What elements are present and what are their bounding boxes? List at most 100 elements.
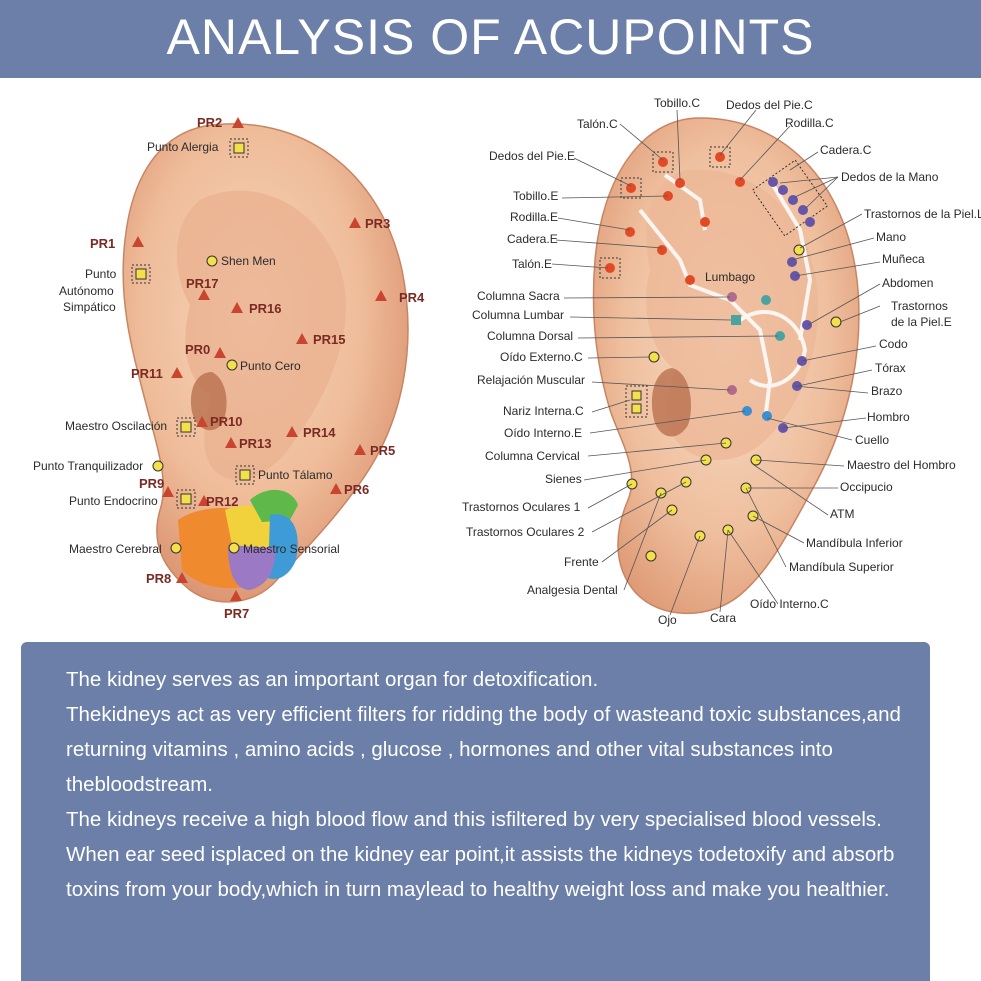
label-columna-lumbar: Columna Lumbar: [472, 308, 564, 322]
label-hombro: Hombro: [867, 410, 910, 424]
maestro-sensorial-point: [228, 542, 240, 554]
pr0-marker: [214, 347, 226, 358]
label-pr12: PR12: [206, 494, 239, 509]
label-columna-sacra: Columna Sacra: [477, 289, 560, 303]
label-punto-talamo: Punto Tálamo: [258, 468, 333, 482]
label-rodilla-c: Rodilla.C: [785, 116, 834, 130]
label-oido-interno-e: Oído Interno.E: [504, 426, 582, 440]
red-point-frames: [599, 146, 829, 279]
label-punto-autonomo-1: Punto: [85, 267, 117, 281]
label-atm: ATM: [830, 507, 854, 521]
pr17-marker: [198, 289, 210, 300]
label-punto-tranquilizador: Punto Tranquilizador: [33, 459, 143, 473]
right-ear-canal: [651, 368, 692, 437]
description-paragraph-3: The kidneys receive a high blood flow an…: [66, 808, 882, 831]
label-brazo: Brazo: [871, 384, 903, 398]
label-relajacion-muscular: Relajación Muscular: [477, 373, 585, 387]
left-lobe-brain: [178, 489, 298, 590]
pr2-marker: [232, 117, 244, 128]
pr6-marker: [330, 483, 342, 494]
square-points: [131, 138, 255, 509]
punto-cero-point: [226, 359, 238, 371]
label-mandibula-superior: Mandíbula Superior: [789, 560, 894, 574]
label-analgesia-dental: Analgesia Dental: [527, 583, 618, 597]
label-pr15: PR15: [313, 332, 346, 347]
label-pr16: PR16: [249, 301, 282, 316]
label-maestro-oscilacion: Maestro Oscilación: [65, 419, 167, 433]
label-punto-alergia: Punto Alergia: [147, 140, 219, 154]
label-pr4: PR4: [399, 290, 425, 305]
description-paragraph-2: Thekidneys act as very efficient filters…: [66, 703, 901, 796]
label-trastornos-piel-e-2: de la Piel.E: [891, 315, 952, 329]
label-trastornos-piel-l: Trastornos de la Piel.L: [864, 207, 981, 221]
label-abdomen: Abdomen: [882, 276, 933, 290]
label-shen-men: Shen Men: [221, 254, 276, 268]
label-columna-cervical: Columna Cervical: [485, 449, 580, 463]
label-punto-autonomo-2: Autónomo: [59, 284, 114, 298]
red-points: [605, 152, 745, 285]
pr1-marker: [132, 236, 144, 247]
label-occipucio: Occipucio: [840, 480, 893, 494]
pr12-marker: [198, 495, 210, 506]
label-pr3: PR3: [365, 216, 390, 231]
label-dedos-pie-c: Dedos del Pie.C: [726, 98, 813, 112]
label-maestro-hombro: Maestro del Hombro: [847, 458, 956, 472]
description-panel: [21, 642, 930, 981]
label-dedos-pie-e: Dedos del Pie.E: [489, 149, 575, 163]
label-frente: Frente: [564, 555, 599, 569]
label-cadera-c: Cadera.C: [820, 143, 872, 157]
label-oido-externo-c: Oído Externo.C: [500, 350, 583, 364]
pr13-marker: [225, 437, 237, 448]
pr9-marker: [162, 486, 174, 497]
label-pr6: PR6: [344, 482, 369, 497]
label-dedos-mano: Dedos de la Mano: [841, 170, 939, 184]
label-maestro-cerebral: Maestro Cerebral: [69, 542, 162, 556]
pr7-marker: [230, 590, 242, 601]
label-pr17: PR17: [186, 276, 219, 291]
pr5-marker: [354, 444, 366, 455]
label-cuello: Cuello: [855, 433, 889, 447]
label-pr8: PR8: [146, 571, 171, 586]
label-lumbago: Lumbago: [705, 270, 755, 284]
label-oido-interno-c: Oído Interno.C: [750, 597, 829, 611]
label-mandibula-inferior: Mandíbula Inferior: [806, 536, 903, 550]
label-cara: Cara: [710, 611, 736, 625]
leader-lines: [551, 109, 881, 616]
label-pr9: PR9: [139, 476, 164, 491]
pr15-marker: [296, 333, 308, 344]
label-nariz-interna-c: Nariz Interna.C: [503, 404, 584, 418]
label-cadera-e: Cadera.E: [507, 232, 558, 246]
pr14-marker: [286, 426, 298, 437]
label-pr10: PR10: [210, 414, 243, 429]
label-pr1: PR1: [90, 236, 115, 251]
label-trastornos-oculares-2: Trastornos Oculares 2: [466, 525, 585, 539]
label-tobillo-e: Tobillo.E: [513, 189, 558, 203]
label-codo: Codo: [879, 337, 908, 351]
label-punto-endocrino: Punto Endocrino: [69, 494, 158, 508]
label-mano: Mano: [876, 230, 906, 244]
title-banner: ANALYSIS OF ACUPOINTS: [0, 0, 981, 78]
label-pr2: PR2: [197, 115, 222, 130]
label-ojo: Ojo: [658, 613, 677, 627]
label-rodilla-e: Rodilla.E: [510, 210, 558, 224]
page-title: ANALYSIS OF ACUPOINTS: [166, 9, 815, 65]
description-text: The kidney serves as an important organ …: [66, 662, 916, 907]
label-tobillo-c: Tobillo.C: [654, 96, 700, 110]
label-pr11: PR11: [131, 366, 163, 381]
pr8-marker: [176, 572, 188, 583]
pr4-marker: [375, 290, 387, 301]
left-ear: PR2 Punto Alergia PR3 PR1 Punto Autónomo…: [33, 115, 425, 621]
pr11-marker: [171, 367, 183, 378]
label-pr14: PR14: [303, 425, 336, 440]
label-torax: Tórax: [875, 361, 906, 375]
label-pr5: PR5: [370, 443, 395, 458]
left-ear-canal: [190, 372, 227, 431]
pr10-marker: [196, 416, 208, 427]
description-paragraph-1: The kidney serves as an important organ …: [66, 668, 599, 691]
ear-diagrams: PR2 Punto Alergia PR3 PR1 Punto Autónomo…: [33, 96, 981, 627]
right-ear: Tobillo.C Dedos del Pie.C Talón.C Rodill…: [462, 96, 981, 627]
label-punto-autonomo-3: Simpático: [63, 300, 116, 314]
label-trastornos-piel-e-1: Trastornos: [891, 299, 948, 313]
label-pr0: PR0: [185, 342, 210, 357]
label-pr13: PR13: [239, 436, 272, 451]
